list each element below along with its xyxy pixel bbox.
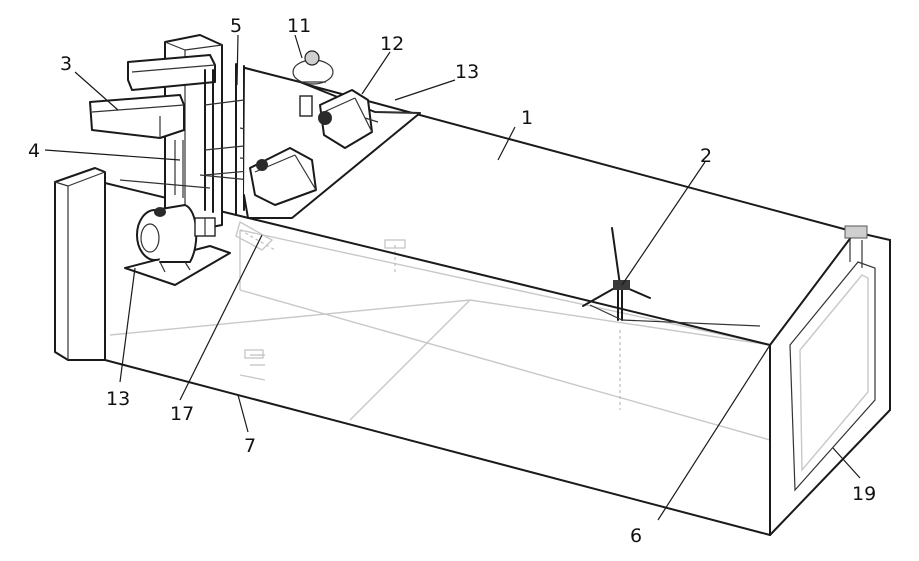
support-post [55,168,105,360]
label-13-upper: 13 [455,61,479,83]
label-7: 7 [244,435,256,457]
wind-turbine-icon [583,228,760,326]
label-4: 4 [28,140,40,162]
label-12: 12 [380,33,404,55]
label-1: 1 [521,107,533,129]
label-5: 5 [230,15,242,37]
label-19: 19 [852,483,876,505]
label-3: 3 [60,53,72,75]
label-2: 2 [700,145,712,167]
callout-labels: 1 2 3 4 5 6 7 11 12 13 13 17 19 [28,15,876,547]
label-11: 11 [287,15,311,37]
label-6: 6 [630,525,642,547]
camera-platform [244,51,420,218]
label-13-lower: 13 [106,388,130,410]
label-17: 17 [170,403,194,425]
